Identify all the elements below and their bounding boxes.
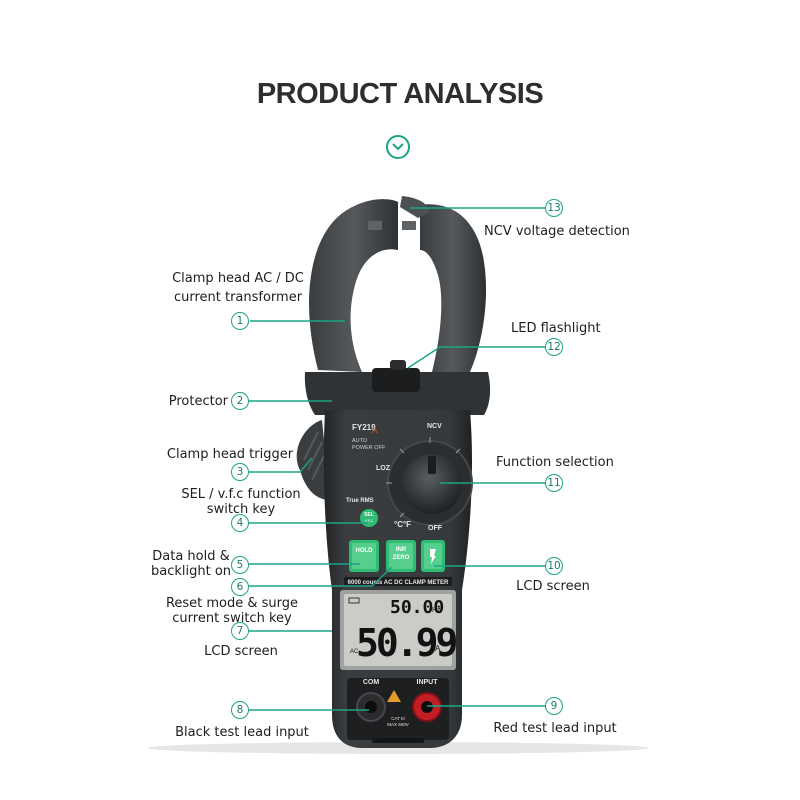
callout-5-badge: 5: [231, 556, 249, 574]
jaw-marker: [368, 221, 382, 230]
callout-5-label: Data hold & backlight on: [150, 549, 232, 579]
callout-4-label: SEL / v.f.c function switch key: [181, 487, 301, 517]
callout-2-label: Protector: [168, 394, 228, 409]
counts-strip: [344, 577, 452, 586]
callout-13-label: NCV voltage detection: [484, 224, 630, 239]
callout-1-label: Clamp head AC / DC current transformer: [172, 271, 304, 305]
auto-power-off-label: POWER OFF: [352, 445, 386, 451]
lcd-ac-indicator: AC: [350, 649, 359, 655]
callout-8-label: Black test lead input: [175, 725, 309, 740]
lcd-top-unit: Hz: [432, 607, 441, 614]
callout-1-badge: 1: [231, 312, 249, 330]
lcd-main-unit: A: [435, 644, 441, 653]
jaw-marker: [402, 221, 416, 230]
callout-7-label: LCD screen: [204, 644, 278, 659]
ncv-tip: [400, 196, 430, 218]
lcd-top-reading: 50.00: [390, 597, 444, 618]
callout-10-label: LCD screen: [516, 579, 590, 594]
svg-text:ZERO: ZERO: [393, 555, 410, 561]
svg-text:INPUT: INPUT: [417, 679, 439, 686]
clamp-jaw: [309, 199, 398, 372]
callout-10-badge: 10: [545, 557, 563, 575]
lcd-screen: [344, 594, 452, 666]
callout-9-badge: 9: [545, 697, 563, 715]
callout-6-label: Reset mode & surge current switch key: [165, 596, 299, 626]
svg-text:V.F.C: V.F.C: [365, 519, 374, 523]
callout-3-label: Clamp head trigger: [166, 447, 294, 462]
protector: [304, 372, 491, 415]
svg-text:COM: COM: [363, 679, 380, 686]
dial-temp: °C°F: [394, 520, 411, 529]
callout-11-label: Function selection: [496, 455, 614, 470]
callout-12-label: LED flashlight: [511, 321, 601, 336]
callout-2-badge: 2: [231, 392, 249, 410]
clamp-jaw-right: [420, 204, 487, 372]
callout-6-badge: 6: [231, 578, 249, 596]
callout-11-badge: 11: [545, 474, 563, 492]
callout-3-badge: 3: [231, 463, 249, 481]
lcd-main-reading: 50.99: [356, 621, 457, 665]
callout-4-badge: 4: [231, 514, 249, 532]
function-dial: [402, 454, 462, 514]
callout-13-badge: 13: [545, 199, 563, 217]
svg-text:MAX 600V: MAX 600V: [387, 722, 409, 727]
svg-text:SEL: SEL: [364, 512, 374, 518]
callout-12-badge: 12: [545, 338, 563, 356]
callout-7-badge: 7: [231, 622, 249, 640]
true-rms-label: True RMS: [346, 498, 374, 504]
battery-icon: [348, 597, 360, 604]
callout-8-badge: 8: [231, 701, 249, 719]
model-label: FY219: [352, 423, 376, 432]
svg-text:INR: INR: [396, 547, 407, 553]
dial-ncv: NCV: [427, 423, 442, 430]
chevron-down-icon: [386, 135, 410, 159]
warning-icon: [387, 690, 401, 702]
dial-loz: LOZ: [376, 465, 391, 472]
svg-text:CAT III: CAT III: [391, 716, 405, 721]
svg-text:6000 counts AC DC CLAMP METER: 6000 counts AC DC CLAMP METER: [348, 580, 449, 586]
dial-amp-symbol: A: [372, 426, 378, 435]
page-title: PRODUCT ANALYSIS: [256, 78, 544, 110]
callout-9-label: Red test lead input: [493, 721, 617, 736]
flashlight: [372, 368, 420, 392]
auto-power-off-label: AUTO: [352, 438, 368, 444]
svg-text:HOLD: HOLD: [356, 548, 374, 554]
dial-off: OFF: [428, 525, 443, 532]
callout-leaders: [248, 207, 548, 711]
